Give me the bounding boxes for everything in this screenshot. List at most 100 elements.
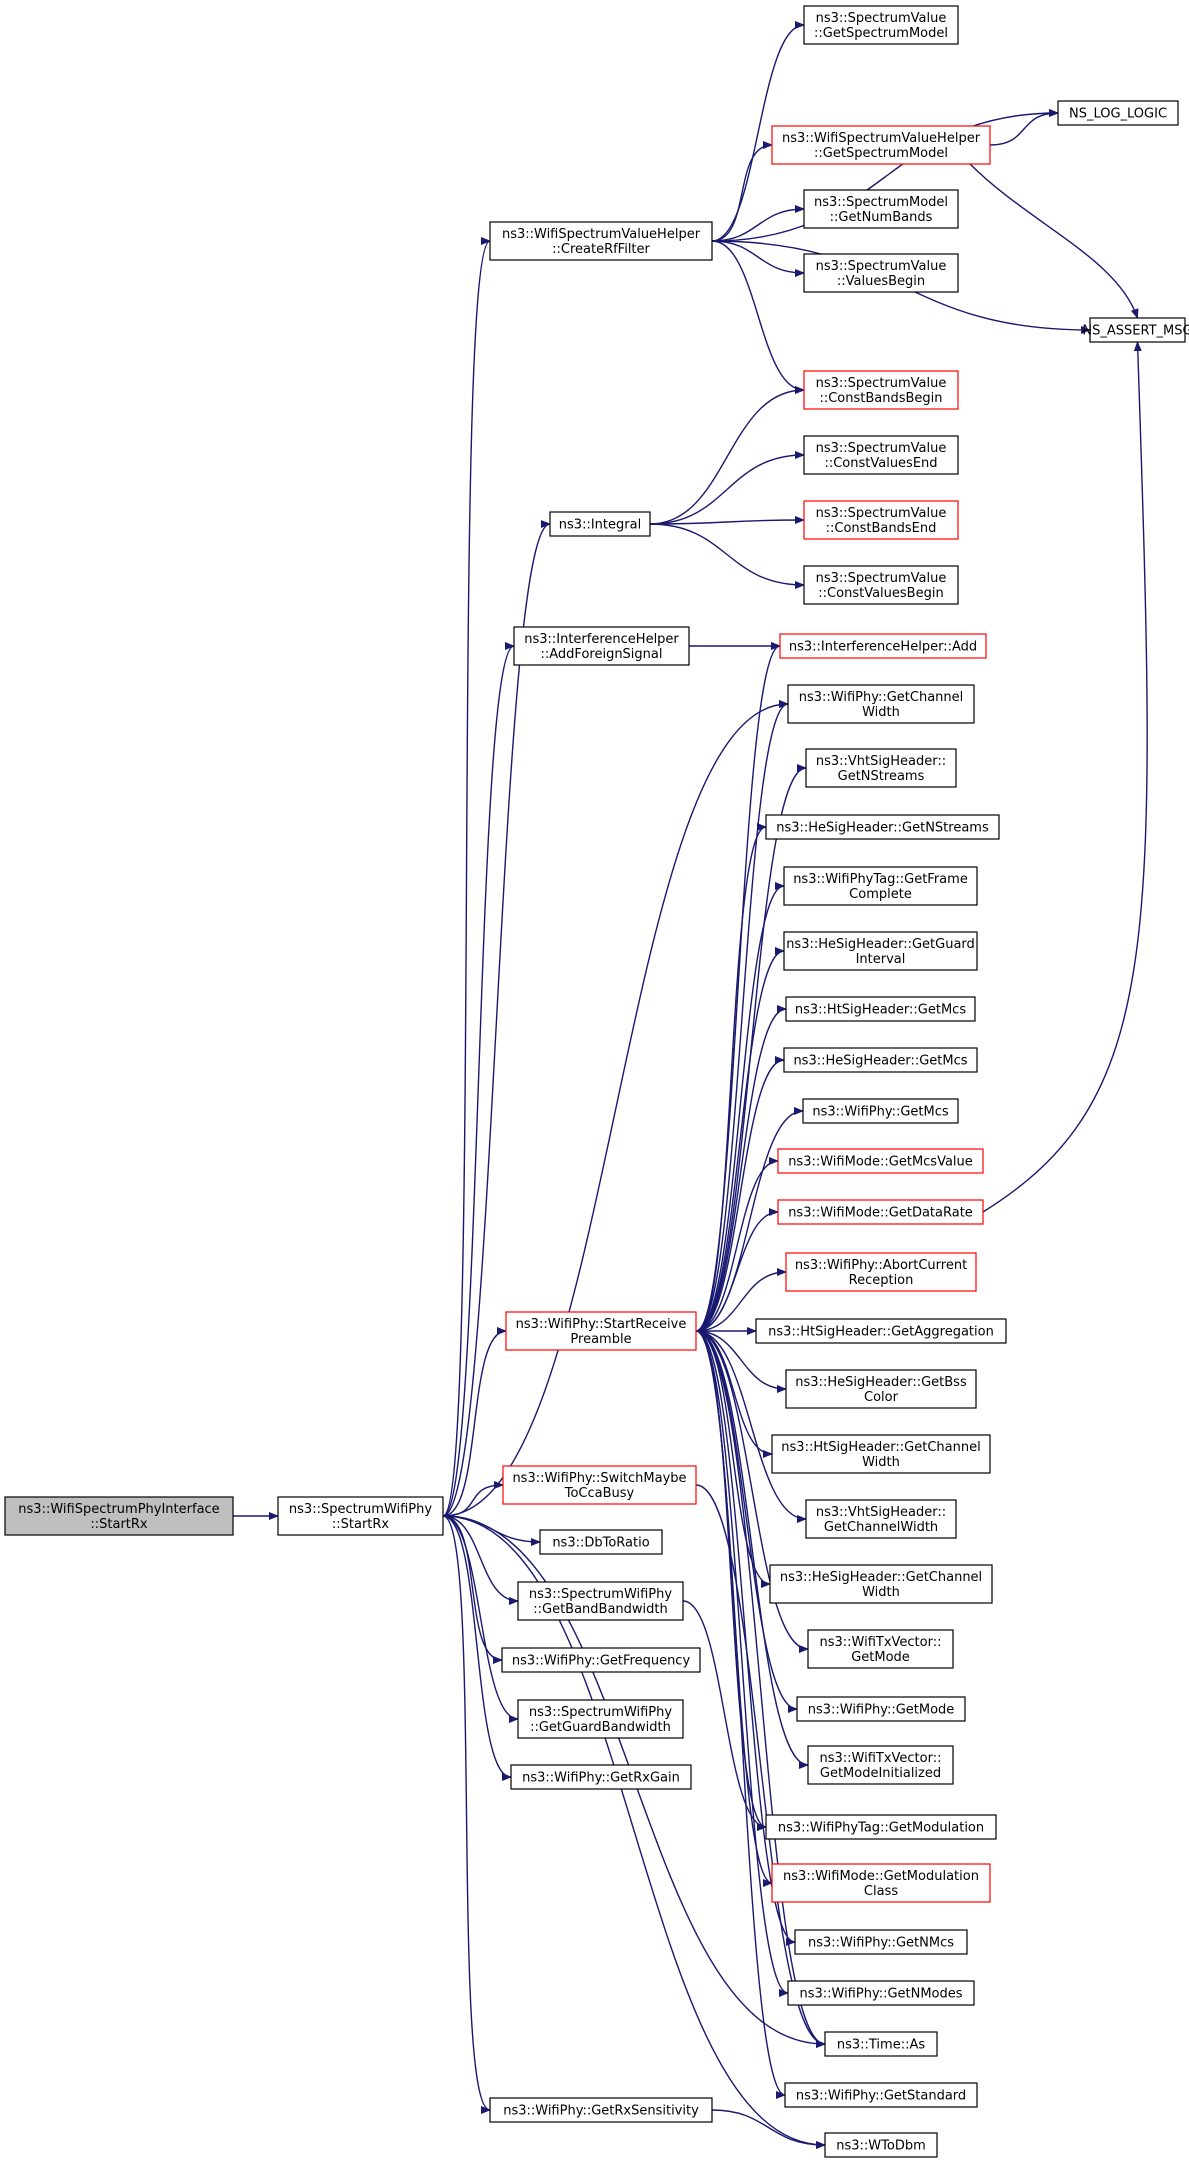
node-box[interactable] — [787, 1980, 975, 2006]
node-sv-constvaluesend[interactable]: ns3::SpectrumValue::ConstValuesEnd — [803, 435, 959, 475]
node-wm-getmcsvalue[interactable]: ns3::WifiMode::GetMcsValue — [777, 1148, 984, 1174]
node-box[interactable] — [501, 1647, 701, 1673]
node-box[interactable] — [513, 626, 690, 666]
node-wp-getnmodes[interactable]: ns3::WifiPhy::GetNModes — [787, 1980, 975, 2006]
node-tag-getmodulation[interactable]: ns3::WifiPhyTag::GetModulation — [765, 1814, 997, 1840]
node-wm-getdatarate[interactable]: ns3::WifiMode::GetDataRate — [777, 1199, 984, 1225]
node-box[interactable] — [807, 1745, 954, 1785]
node-box[interactable] — [489, 221, 713, 261]
node-box[interactable] — [803, 565, 959, 605]
node-box[interactable] — [777, 1199, 984, 1225]
node-box[interactable] — [803, 253, 959, 293]
node-dbtoratio[interactable]: ns3::DbToRatio — [539, 1529, 663, 1555]
node-ht-getmcs[interactable]: ns3::HtSigHeader::GetMcs — [785, 996, 976, 1022]
node-txv-getmodeinit[interactable]: ns3::WifiTxVector::GetModeInitialized — [807, 1745, 954, 1785]
node-swp-getguardbw[interactable]: ns3::SpectrumWifiPhy::GetGuardBandwidth — [517, 1699, 684, 1739]
node-box[interactable] — [755, 1318, 1007, 1344]
node-box[interactable] — [771, 125, 991, 165]
node-box[interactable] — [783, 1047, 978, 1073]
node-box[interactable] — [769, 1564, 993, 1604]
node-sv-constbandsbegin[interactable]: ns3::SpectrumValue::ConstBandsBegin — [803, 370, 959, 410]
node-createrf[interactable]: ns3::WifiSpectrumValueHelper::CreateRfFi… — [489, 221, 713, 261]
node-box[interactable] — [796, 1696, 966, 1722]
node-box[interactable] — [824, 2132, 938, 2158]
node-box[interactable] — [785, 1252, 977, 1292]
node-box[interactable] — [771, 1434, 991, 1474]
node-box[interactable] — [803, 370, 959, 410]
node-box[interactable] — [539, 1529, 663, 1555]
node-box[interactable] — [824, 2031, 938, 2057]
node-wp-getmode[interactable]: ns3::WifiPhy::GetMode — [796, 1696, 966, 1722]
node-box[interactable] — [765, 1814, 997, 1840]
node-he-getchannelwidth[interactable]: ns3::HeSigHeader::GetChannelWidth — [769, 1564, 993, 1604]
node-wp-getrxgain[interactable]: ns3::WifiPhy::GetRxGain — [510, 1764, 692, 1790]
node-box[interactable] — [787, 684, 975, 724]
node-box[interactable] — [779, 633, 987, 659]
node-box[interactable] — [517, 1581, 684, 1621]
node-box[interactable] — [777, 1148, 984, 1174]
node-box[interactable] — [1057, 100, 1179, 126]
node-box[interactable] — [489, 2097, 713, 2123]
node-he-getmcs[interactable]: ns3::HeSigHeader::GetMcs — [783, 1047, 978, 1073]
node-box[interactable] — [803, 435, 959, 475]
node-box[interactable] — [783, 866, 978, 906]
node-box[interactable] — [502, 1465, 697, 1505]
node-box[interactable] — [785, 1369, 977, 1409]
node-time-as[interactable]: ns3::Time::As — [824, 2031, 938, 2057]
node-wp-getchannelwidth[interactable]: ns3::WifiPhy::GetChannelWidth — [787, 684, 975, 724]
node-box[interactable] — [4, 1496, 234, 1536]
node-box[interactable] — [765, 814, 1000, 840]
node-box[interactable] — [505, 1311, 697, 1351]
node-sv-valuesbegin[interactable]: ns3::SpectrumValue::ValuesBegin — [803, 253, 959, 293]
node-box[interactable] — [1089, 317, 1186, 343]
node-box[interactable] — [785, 996, 976, 1022]
node-box[interactable] — [517, 1699, 684, 1739]
node-wp-getstandard[interactable]: ns3::WifiPhy::GetStandard — [784, 2082, 978, 2108]
node-ih-addforeign[interactable]: ns3::InterferenceHelper::AddForeignSigna… — [513, 626, 690, 666]
node-wp-getfrequency[interactable]: ns3::WifiPhy::GetFrequency — [501, 1647, 701, 1673]
node-sv-constbandsend[interactable]: ns3::SpectrumValue::ConstBandsEnd — [803, 500, 959, 540]
node-box[interactable] — [805, 748, 957, 788]
node-integral[interactable]: ns3::Integral — [549, 511, 651, 537]
node-vht-getchannelwidth[interactable]: ns3::VhtSigHeader::GetChannelWidth — [805, 1499, 957, 1539]
node-box[interactable] — [277, 1496, 444, 1536]
node-sv-constvaluesbegin[interactable]: ns3::SpectrumValue::ConstValuesBegin — [803, 565, 959, 605]
node-box[interactable] — [805, 1499, 957, 1539]
node-ht-getchannelwidth[interactable]: ns3::HtSigHeader::GetChannelWidth — [771, 1434, 991, 1474]
node-box[interactable] — [771, 1863, 991, 1903]
node-ih-add[interactable]: ns3::InterferenceHelper::Add — [779, 633, 987, 659]
node-box[interactable] — [783, 931, 978, 971]
node-swp-startrx[interactable]: ns3::SpectrumWifiPhy::StartRx — [277, 1496, 444, 1536]
node-box[interactable] — [803, 189, 959, 229]
node-wp-getrxsens[interactable]: ns3::WifiPhy::GetRxSensitivity — [489, 2097, 713, 2123]
node-wsvh-getmodel[interactable]: ns3::WifiSpectrumValueHelper::GetSpectru… — [771, 125, 991, 165]
node-box[interactable] — [510, 1764, 692, 1790]
node-wtodbm[interactable]: ns3::WToDbm — [824, 2132, 938, 2158]
node-vht-getnstreams[interactable]: ns3::VhtSigHeader::GetNStreams — [805, 748, 957, 788]
node-box[interactable] — [803, 500, 959, 540]
node-box[interactable] — [794, 1929, 968, 1955]
node-wp-getnmcs[interactable]: ns3::WifiPhy::GetNMcs — [794, 1929, 968, 1955]
node-assert-msg[interactable]: NS_ASSERT_MSG — [1082, 317, 1189, 343]
node-sv-getmodel[interactable]: ns3::SpectrumValue::GetSpectrumModel — [803, 5, 959, 45]
node-txv-getmode[interactable]: ns3::WifiTxVector::GetMode — [807, 1629, 954, 1669]
node-box[interactable] — [807, 1629, 954, 1669]
node-root[interactable]: ns3::WifiSpectrumPhyInterface::StartRx — [4, 1496, 234, 1536]
node-box[interactable] — [803, 5, 959, 45]
node-sm-numbands[interactable]: ns3::SpectrumModel::GetNumBands — [803, 189, 959, 229]
node-he-getnstreams[interactable]: ns3::HeSigHeader::GetNStreams — [765, 814, 1000, 840]
node-box[interactable] — [802, 1098, 959, 1124]
node-log-logic[interactable]: NS_LOG_LOGIC — [1057, 100, 1179, 126]
node-box[interactable] — [549, 511, 651, 537]
node-box[interactable] — [784, 2082, 978, 2108]
node-swp-getbandbw[interactable]: ns3::SpectrumWifiPhy::GetBandBandwidth — [517, 1581, 684, 1621]
node-ht-getaggregation[interactable]: ns3::HtSigHeader::GetAggregation — [755, 1318, 1007, 1344]
node-wp-getmcs[interactable]: ns3::WifiPhy::GetMcs — [802, 1098, 959, 1124]
